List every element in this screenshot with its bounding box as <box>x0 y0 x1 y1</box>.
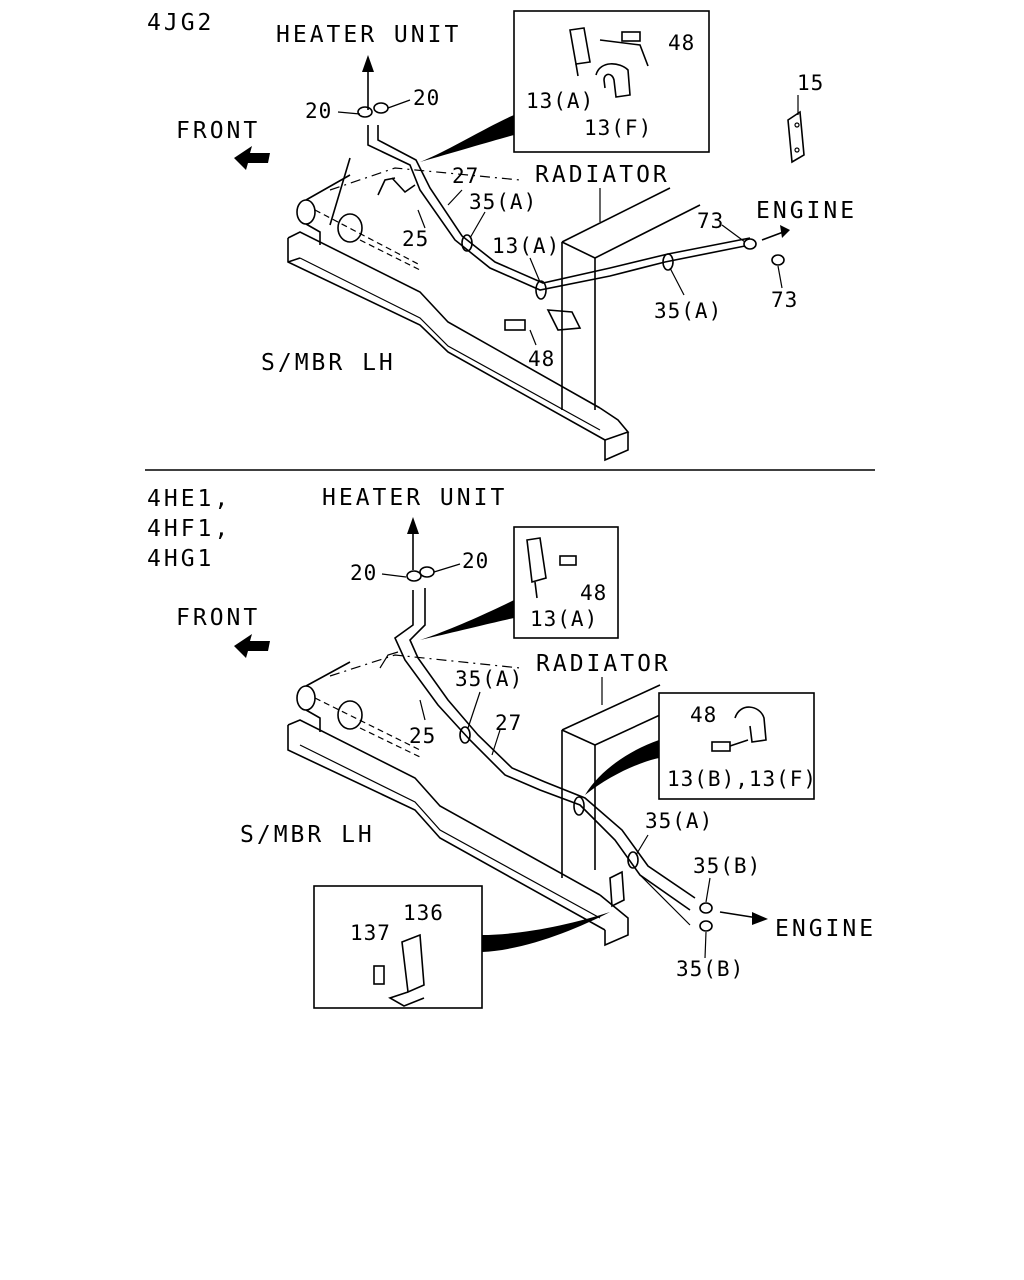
top-section: 4JG2 HEATER UNIT FRONT RADIATOR ENGINE S… <box>147 10 857 462</box>
top-callout-73-upper: 73 <box>697 209 724 233</box>
top-clips <box>357 102 785 331</box>
bottom-inset2-callout-48: 48 <box>690 703 717 727</box>
bottom-engine-model-1: 4HE1, <box>147 486 231 512</box>
bottom-callout-35b-upper: 35(B) <box>693 854 761 878</box>
top-callout-25: 25 <box>402 227 429 251</box>
top-callout-20-left: 20 <box>305 99 332 123</box>
bottom-radiator-body <box>561 677 661 878</box>
bottom-inset2-callout-13bf: 13(B),13(F) <box>667 767 817 791</box>
bottom-clips <box>406 566 713 932</box>
bottom-engine-arrow-icon <box>719 911 768 925</box>
top-callout-27: 27 <box>452 164 479 188</box>
bottom-callout-35b-lower: 35(B) <box>676 957 744 981</box>
bottom-heater-hoses <box>379 588 696 926</box>
bottom-front-arrow-icon <box>234 634 270 658</box>
bottom-inset1-callout-48: 48 <box>580 581 607 605</box>
top-callout-15: 15 <box>797 71 824 95</box>
bottom-callout-20-left: 20 <box>350 561 377 585</box>
bottom-inset-bracket-detail: 136 137 <box>313 885 610 1009</box>
bottom-inset1-callout-13a: 13(A) <box>530 607 598 631</box>
bottom-front-label: FRONT <box>176 605 260 631</box>
top-callout-35a-left: 35(A) <box>469 190 537 214</box>
top-front-arrow-icon <box>234 146 270 170</box>
bottom-inset-clip-detail: 48 13(A) <box>420 526 619 640</box>
top-inset-callout-13a: 13(A) <box>526 89 594 113</box>
top-callout-35a-right: 35(A) <box>654 299 722 323</box>
bottom-callout-25: 25 <box>409 724 436 748</box>
top-leaders <box>337 95 799 346</box>
bottom-callout-35a-left: 35(A) <box>455 667 523 691</box>
bottom-side-member <box>287 654 629 947</box>
bottom-leaders <box>381 563 711 959</box>
bottom-inset3-callout-137: 137 <box>350 921 391 945</box>
bottom-engine-label: ENGINE <box>775 916 876 942</box>
top-inset-callout-13f: 13(F) <box>584 116 652 140</box>
top-callout-48: 48 <box>528 347 555 371</box>
top-heater-hoses <box>367 125 751 291</box>
top-engine-model: 4JG2 <box>147 10 214 36</box>
top-callout-73-lower: 73 <box>771 288 798 312</box>
top-heater-unit-label: HEATER UNIT <box>276 22 461 48</box>
top-member-label: S/MBR LH <box>261 350 396 376</box>
bottom-engine-model-3: 4HG1 <box>147 546 214 572</box>
top-engine-label: ENGINE <box>756 198 857 224</box>
top-radiator-label: RADIATOR <box>535 162 670 188</box>
bottom-heater-unit-label: HEATER UNIT <box>322 485 507 511</box>
bottom-callout-27: 27 <box>495 711 522 735</box>
top-callout-20-right: 20 <box>413 86 440 110</box>
bottom-member-label: S/MBR LH <box>240 822 375 848</box>
top-callout-13a: 13(A) <box>492 234 560 258</box>
bottom-callout-35a-right: 35(A) <box>645 809 713 833</box>
top-part-15-icon <box>787 110 805 164</box>
bottom-callout-20-right: 20 <box>462 549 489 573</box>
top-inset-clip-detail: 48 13(A) 13(F) <box>420 10 710 162</box>
bottom-section: 4HE1, 4HF1, 4HG1 HEATER UNIT FRONT RADIA… <box>147 485 876 1009</box>
bottom-inset3-callout-136: 136 <box>403 901 444 925</box>
bottom-radiator-label: RADIATOR <box>536 651 671 677</box>
top-inset-callout-48: 48 <box>668 31 695 55</box>
top-engine-arrow-icon <box>761 225 790 241</box>
bottom-engine-model-2: 4HF1, <box>147 516 231 542</box>
bottom-heater-arrow-icon <box>407 517 419 570</box>
top-front-label: FRONT <box>176 118 260 144</box>
bottom-inset-clip-detail-b: 48 13(B),13(F) <box>585 692 817 800</box>
top-radiator-body <box>561 187 701 410</box>
top-heater-arrow-icon <box>362 55 374 110</box>
top-side-member <box>287 157 630 462</box>
